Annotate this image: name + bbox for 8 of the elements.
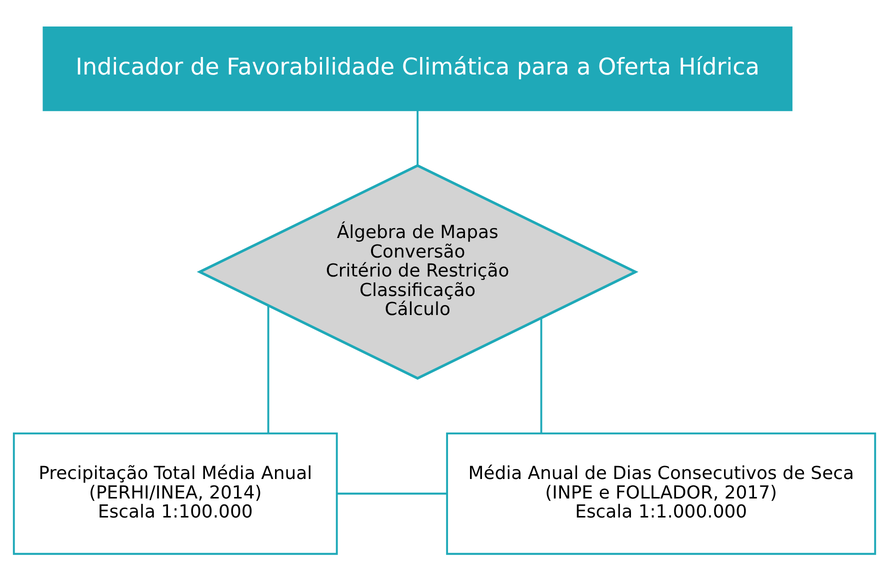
connector <box>416 110 419 165</box>
node-box: Média Anual de Dias Consecutivos de Seca (INPE e FOLLADOR, 2017) Escala 1:1.000.000 <box>446 432 876 554</box>
node-box: Precipitação Total Média Anual (PERHI/INEA, 2014) Escala 1:100.000 <box>12 432 338 554</box>
connector <box>337 492 447 494</box>
node-diamond: Álgebra de Mapas Conversão Critério de Restrição Classificação Cálculo <box>196 164 638 380</box>
node-box: Indicador de Favorabilidade Climática para a Oferta Hídrica <box>42 26 792 111</box>
connector <box>267 305 270 433</box>
connector <box>540 318 542 433</box>
